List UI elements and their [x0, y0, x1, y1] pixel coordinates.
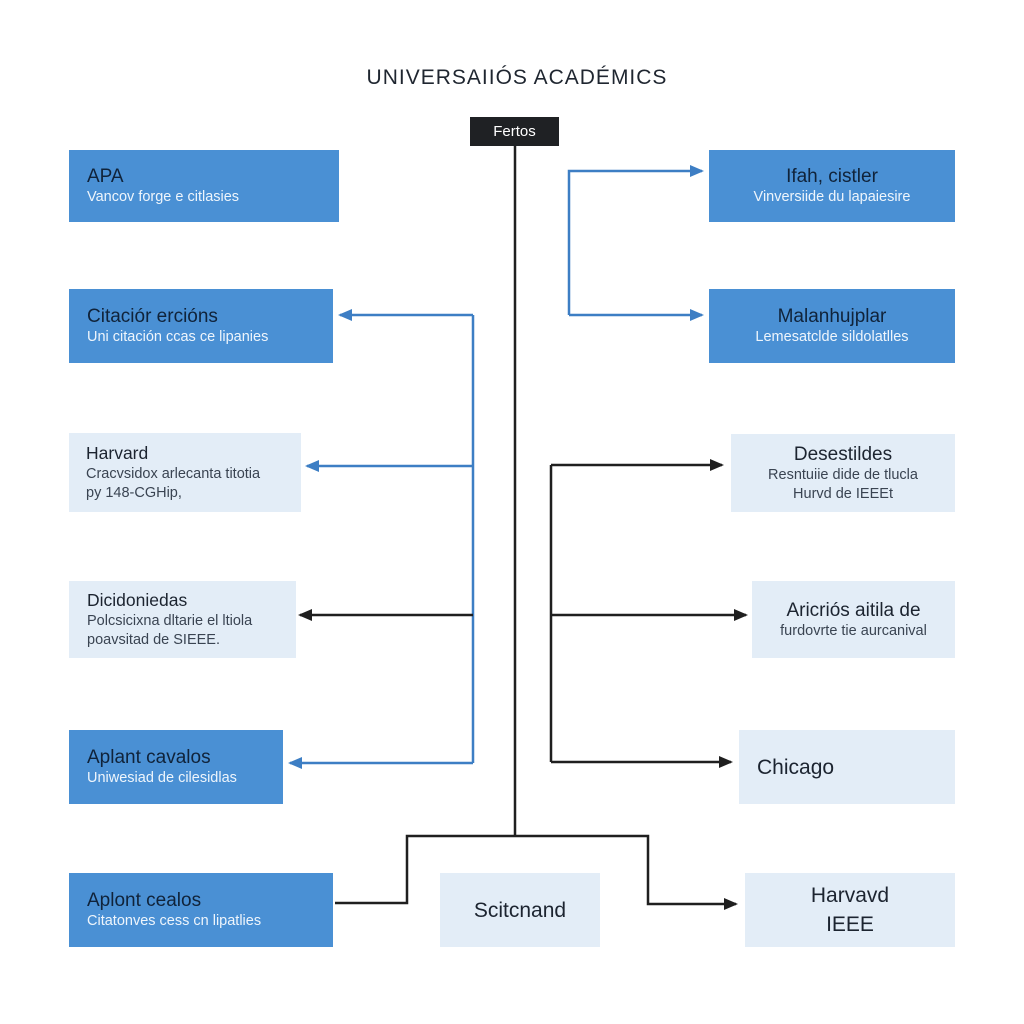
bottom-right-connector: [515, 834, 738, 910]
node-subtitle: Resntuiie dide de tlucla: [768, 466, 918, 483]
node-chicago: Chicago: [739, 730, 955, 804]
node-citacion: Citaciór ercións Uni citación ccas ce li…: [69, 289, 333, 363]
node-subtitle: Cracvsidox arlecanta titotia: [86, 466, 261, 482]
node-title: Harvard: [86, 443, 149, 463]
node-subtitle: py 148-CGHip,: [86, 485, 182, 501]
diagram-title: UNIVERSAIIÓS ACADÉMICS: [366, 66, 668, 89]
root-node: Fertos: [470, 117, 559, 146]
node-title: APA: [87, 166, 124, 187]
node-title: Aricriós aitila de: [786, 599, 921, 621]
node-subtitle: IEEE: [826, 913, 874, 936]
node-subtitle: Hurvd de IEEEt: [793, 485, 893, 502]
node-subtitle: Vancov forge e citlasies: [87, 189, 240, 205]
node-subtitle: poavsitad de SIEEE.: [87, 632, 220, 648]
node-subtitle: Polcsicixna dltarie el ltiola: [87, 613, 253, 629]
node-aplant-cavalos: Aplant cavalos Uniwesiad de cilesidlas: [69, 730, 283, 804]
node-title: Scitcnand: [473, 898, 567, 922]
node-dicidoniedas: Dicidoniedas Polcsicixna dltarie el ltio…: [69, 581, 296, 658]
node-title: Dicidoniedas: [87, 590, 188, 610]
node-title: Citaciór ercións: [87, 306, 218, 327]
node-title: Aplont cealos: [87, 890, 202, 911]
node-title: Chicago: [757, 755, 835, 779]
node-aplant-cealos: Aplont cealos Citatonves cess cn lipatli…: [69, 873, 333, 947]
node-malanhujplar: Malanhujplar Lemesatclde sildolatlles: [709, 289, 955, 363]
node-subtitle: furdovrte tie aurcanival: [780, 622, 927, 639]
node-subtitle: Uni citación ccas ce lipanies: [87, 329, 269, 345]
node-scitcnand: Scitcnand: [440, 873, 600, 947]
node-title: Malanhujplar: [777, 306, 887, 327]
bottom-left-connector: [335, 834, 515, 905]
node-harvard-left: Harvard Cracvsidox arlecanta titotia py …: [69, 433, 301, 512]
node-harvavd: Harvavd IEEE: [745, 873, 955, 947]
node-subtitle: Vinversiide du lapaiesire: [753, 189, 911, 205]
node-title: Harvavd: [810, 884, 890, 907]
node-title: Ifah, cistler: [786, 166, 878, 187]
node-desestildes: Desestildes Resntuiie dide de tlucla Hur…: [731, 434, 955, 512]
node-apa: APA Vancov forge e citlasies: [69, 150, 339, 222]
node-title: Desestildes: [793, 443, 893, 465]
node-subtitle: Lemesatclde sildolatlles: [755, 329, 909, 345]
node-aricrios: Aricriós aitila de furdovrte tie aurcani…: [752, 581, 955, 658]
node-subtitle: Citatonves cess cn lipatlies: [87, 913, 262, 929]
node-subtitle: Uniwesiad de cilesidlas: [87, 770, 237, 786]
arrow-to-ifah: [567, 165, 704, 315]
node-ifah: Ifah, cistler Vinversiide du lapaiesire: [709, 150, 955, 222]
node-title: Aplant cavalos: [87, 747, 211, 768]
